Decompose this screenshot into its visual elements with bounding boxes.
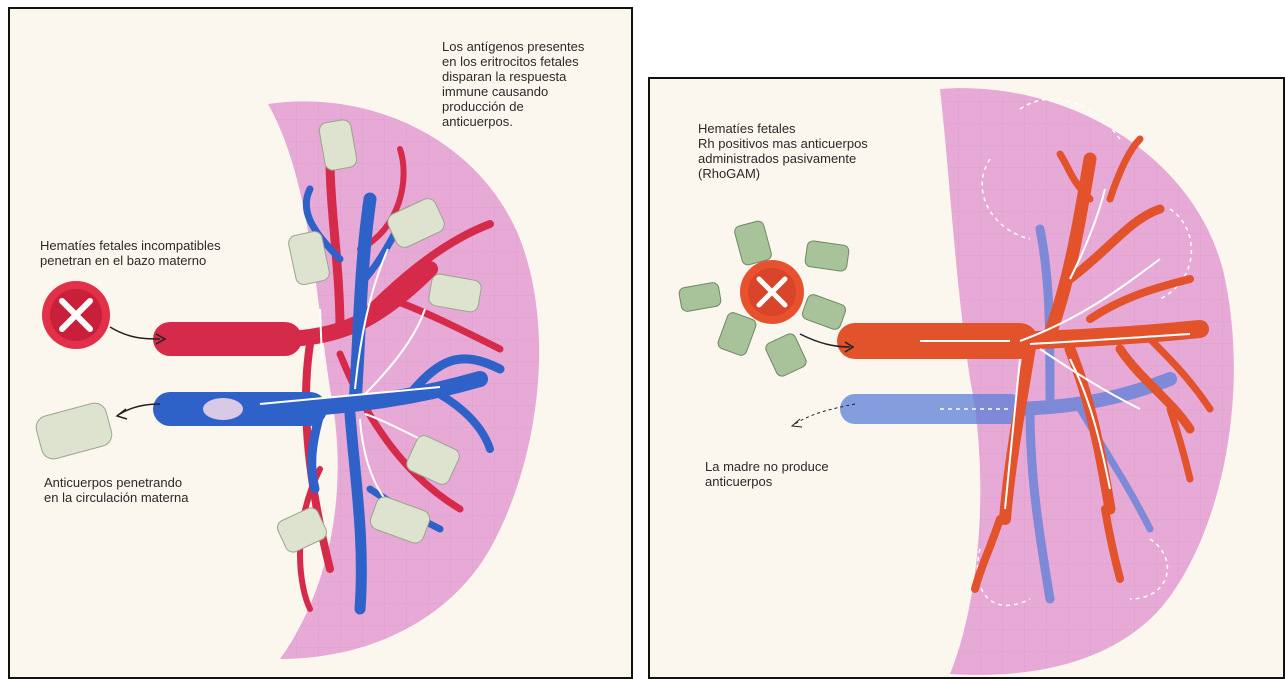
- caption-incompatible-rbc: Hematíes fetales incompatibles penetran …: [40, 238, 221, 268]
- caption-antigens: Los antígenos presentes en los eritrocit…: [442, 39, 584, 129]
- caption-antibodies-entering: Anticuerpos penetrando en la circulación…: [44, 475, 189, 505]
- caption-no-antibodies: La madre no produce anticuerpos: [705, 459, 829, 489]
- right-panel: Hematíes fetales Rh positivos mas anticu…: [648, 77, 1285, 679]
- rbc-icon: [42, 281, 110, 349]
- caption-rhogam: Hematíes fetales Rh positivos mas anticu…: [698, 121, 868, 181]
- arrow-icon: [110, 327, 160, 339]
- rbc-icon: [740, 260, 804, 324]
- antibody-icon: [34, 400, 115, 461]
- antibody-in-vein: [203, 398, 243, 420]
- left-panel: Los antígenos presentes en los eritrocit…: [8, 7, 633, 679]
